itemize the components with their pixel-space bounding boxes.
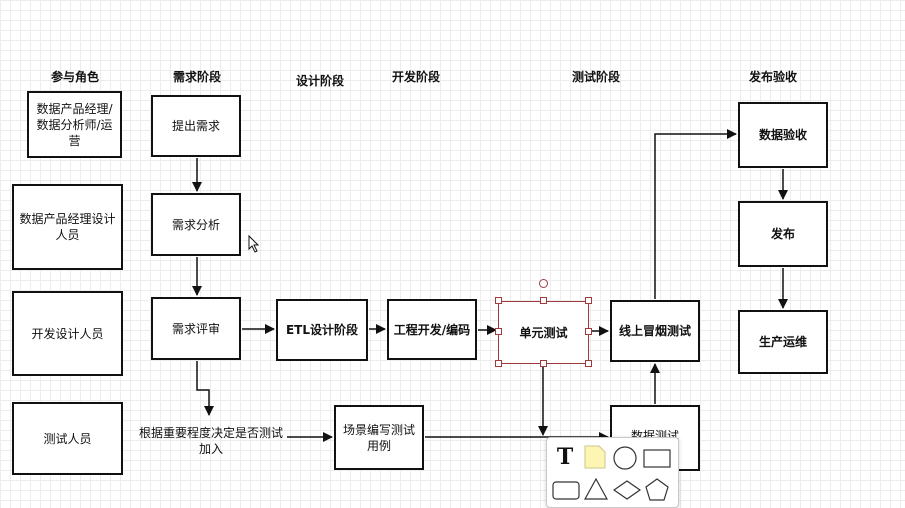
resize-handle-se[interactable]: [585, 360, 592, 367]
step-requirement-analysis[interactable]: 需求分析: [151, 193, 241, 256]
header-roles: 参与角色: [50, 70, 100, 84]
resize-handle-nw[interactable]: [495, 297, 502, 304]
pentagon-shape-icon[interactable]: [645, 478, 669, 501]
arrow-review-to-decision: [196, 361, 214, 416]
rotation-handle[interactable]: [539, 279, 548, 288]
header-release: 发布验收: [748, 70, 798, 84]
step-production-ops[interactable]: 生产运维: [738, 310, 828, 374]
step-unit-test[interactable]: 单元测试: [498, 301, 589, 364]
header-testing: 测试阶段: [571, 70, 621, 84]
resize-handle-ne[interactable]: [585, 297, 592, 304]
role-developer[interactable]: 开发设计人员: [12, 291, 123, 376]
mouse-cursor-icon: [248, 234, 260, 253]
header-requirements: 需求阶段: [172, 70, 222, 84]
step-release[interactable]: 发布: [738, 201, 828, 267]
diamond-shape-icon[interactable]: [613, 480, 641, 500]
rounded-rectangle-shape-icon[interactable]: [552, 481, 580, 500]
role-tester[interactable]: 测试人员: [12, 402, 123, 475]
resize-handle-e[interactable]: [585, 328, 592, 335]
header-design: 设计阶段: [295, 74, 345, 88]
label-test-decision[interactable]: 根据重要程度决定是否测试加入: [138, 426, 283, 456]
step-engineering-dev[interactable]: 工程开发/编码: [387, 299, 477, 360]
role-product-analyst-ops[interactable]: 数据产品经理/数据分析师/运营: [27, 91, 122, 158]
arrow-smoke-to-acceptance: [654, 129, 737, 299]
step-smoke-test[interactable]: 线上冒烟测试: [610, 300, 700, 362]
resize-handle-w[interactable]: [495, 328, 502, 335]
role-product-designer[interactable]: 数据产品经理设计人员: [12, 184, 123, 270]
header-development: 开发阶段: [391, 70, 441, 84]
step-test-cases[interactable]: 场景编写测试用例: [334, 405, 424, 470]
resize-handle-n[interactable]: [540, 297, 547, 304]
step-data-acceptance[interactable]: 数据验收: [738, 102, 828, 168]
shape-palette: T: [546, 437, 679, 508]
resize-handle-sw[interactable]: [495, 360, 502, 367]
note-shape-icon[interactable]: [584, 445, 606, 469]
circle-shape-icon[interactable]: [613, 446, 637, 470]
step-etl-design[interactable]: ETL设计阶段: [276, 299, 368, 361]
resize-handle-s[interactable]: [540, 360, 547, 367]
step-requirement-review[interactable]: 需求评审: [151, 297, 241, 360]
rectangle-shape-icon[interactable]: [643, 449, 671, 468]
text-tool-icon[interactable]: T: [556, 444, 574, 470]
step-propose-requirement[interactable]: 提出需求: [151, 95, 241, 157]
triangle-shape-icon[interactable]: [584, 478, 608, 500]
